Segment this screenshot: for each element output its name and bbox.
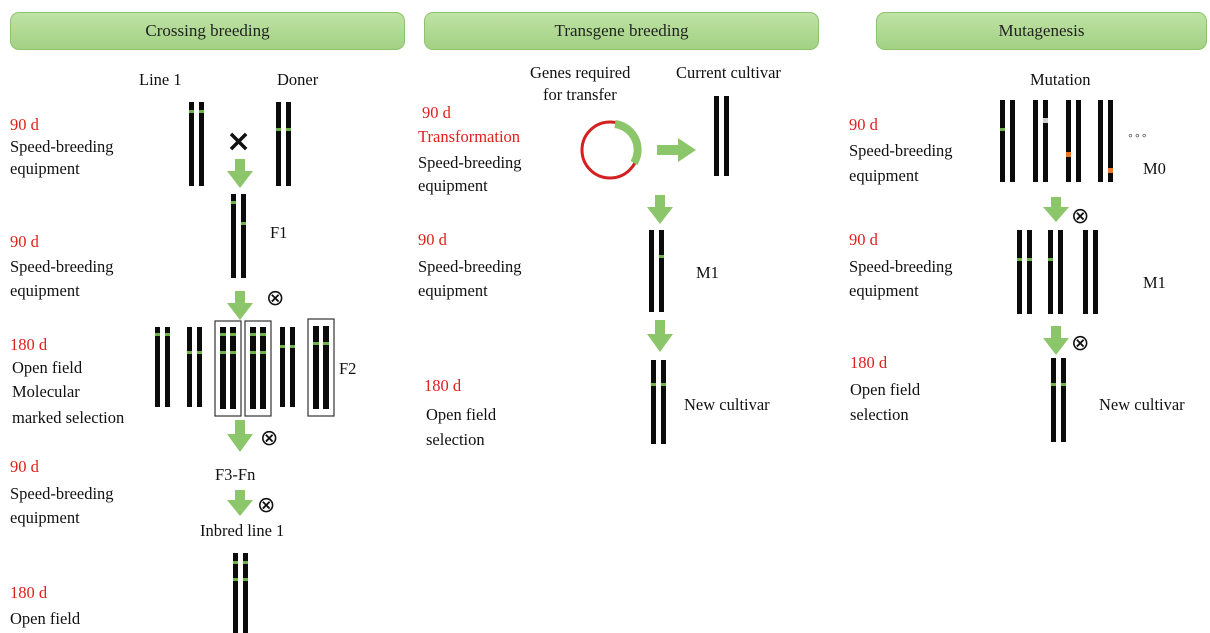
generation-label-new-cultivar: New cultivar bbox=[684, 395, 770, 414]
selfing-symbol: ⊗ bbox=[266, 286, 285, 311]
transgene-graphics bbox=[580, 96, 729, 444]
down-arrow bbox=[227, 420, 253, 452]
generation-label-m0: M0 bbox=[1143, 159, 1166, 178]
generation-label-f3-fn: F3-Fn bbox=[215, 465, 256, 484]
stage-desc: Speed-breeding bbox=[849, 257, 953, 276]
selfing-symbol: ⊗ bbox=[1071, 331, 1090, 356]
stage-desc: Open field bbox=[426, 405, 497, 424]
parent-label-doner: Doner bbox=[277, 70, 319, 89]
right-arrow bbox=[657, 138, 696, 162]
mutation-label: Mutation bbox=[1030, 70, 1091, 89]
stage-time: 180 d bbox=[10, 583, 48, 602]
stage-time: 90 d bbox=[10, 457, 39, 476]
stage-desc: equipment bbox=[10, 281, 80, 300]
generation-label-m1: M1 bbox=[696, 263, 719, 282]
down-arrow bbox=[647, 195, 673, 224]
stage-time: 180 d bbox=[10, 335, 48, 354]
generation-label-m1: M1 bbox=[1143, 273, 1166, 292]
stage-desc: Speed-breeding bbox=[10, 137, 114, 156]
selfing-symbol: ⊗ bbox=[1071, 204, 1090, 229]
stage-desc: equipment bbox=[10, 508, 80, 527]
chromosome-pair-new-cultivar bbox=[651, 360, 666, 444]
stage-desc: equipment bbox=[849, 166, 919, 185]
generation-label-f1: F1 bbox=[270, 223, 288, 242]
stage-desc: Speed-breeding bbox=[10, 484, 114, 503]
source-label: Genes required bbox=[530, 63, 631, 82]
chromosome-pairs-m0 bbox=[1000, 100, 1113, 182]
stage-desc: Speed-breeding bbox=[10, 257, 114, 276]
chromosome-pairs-m1 bbox=[1017, 230, 1098, 314]
chromosome-pairs-f2 bbox=[155, 318, 335, 417]
stage-time: 180 d bbox=[424, 376, 462, 395]
ellipsis-icon: ∘∘∘ bbox=[1127, 129, 1148, 142]
chromosome-pair-doner bbox=[276, 102, 291, 186]
stage-desc: equipment bbox=[10, 159, 80, 178]
stage-time: 90 d bbox=[849, 230, 878, 249]
chromosome-pair-current-cultivar bbox=[714, 96, 729, 176]
stage-desc: Molecular bbox=[12, 382, 80, 401]
crossing-graphics bbox=[155, 102, 335, 633]
chromosome-pair-inbred-line bbox=[233, 553, 248, 633]
plasmid-icon bbox=[580, 120, 642, 180]
generation-label-f2: F2 bbox=[339, 359, 357, 378]
cross-symbol: × bbox=[226, 124, 252, 159]
down-arrow bbox=[227, 159, 253, 188]
selfing-symbol: ⊗ bbox=[260, 426, 279, 451]
selfing-symbol: ⊗ bbox=[257, 493, 276, 518]
stage-desc: Open field bbox=[850, 380, 921, 399]
down-arrow bbox=[227, 490, 253, 516]
generation-label-new-cultivar: New cultivar bbox=[1099, 395, 1185, 414]
header-mutagenesis: Mutagenesis bbox=[876, 12, 1207, 50]
source-label: for transfer bbox=[543, 85, 617, 104]
header-crossing-breeding: Crossing breeding bbox=[10, 12, 405, 50]
stage-desc: Speed-breeding bbox=[418, 153, 522, 172]
stage-time: 90 d bbox=[418, 230, 447, 249]
stage-time: 90 d bbox=[10, 115, 39, 134]
chromosome-pair-f1 bbox=[231, 194, 246, 278]
mutagenesis-graphics bbox=[1000, 100, 1113, 442]
stage-desc: selection bbox=[850, 405, 909, 424]
down-arrow bbox=[647, 320, 673, 352]
target-label-current-cultivar: Current cultivar bbox=[676, 63, 781, 82]
header-transgene-breeding: Transgene breeding bbox=[424, 12, 819, 50]
stage-desc: selection bbox=[426, 430, 485, 449]
down-arrow bbox=[1043, 197, 1069, 222]
stage-time: 90 d bbox=[10, 232, 39, 251]
stage-desc: equipment bbox=[849, 281, 919, 300]
stage-desc: Open field bbox=[12, 358, 83, 377]
stage-desc: marked selection bbox=[12, 408, 125, 427]
stage-desc: equipment bbox=[418, 281, 488, 300]
chromosome-pair-new-cultivar bbox=[1051, 358, 1066, 442]
parent-label-line-1: Line 1 bbox=[139, 70, 182, 89]
chromosome-pair-m1 bbox=[649, 230, 664, 312]
stage-desc: Speed-breeding bbox=[849, 141, 953, 160]
chromosome-pair-line-1 bbox=[189, 102, 204, 186]
stage-desc: Speed-breeding bbox=[418, 257, 522, 276]
stage-desc: Open field bbox=[10, 609, 81, 628]
stage-time: 180 d bbox=[850, 353, 888, 372]
generation-label-inbred-line: Inbred line 1 bbox=[200, 521, 285, 540]
stage-method: Transformation bbox=[418, 127, 521, 146]
down-arrow bbox=[1043, 326, 1069, 355]
stage-time: 90 d bbox=[849, 115, 878, 134]
stage-time: 90 d bbox=[422, 103, 451, 122]
stage-desc: equipment bbox=[418, 176, 488, 195]
down-arrow bbox=[227, 291, 253, 320]
